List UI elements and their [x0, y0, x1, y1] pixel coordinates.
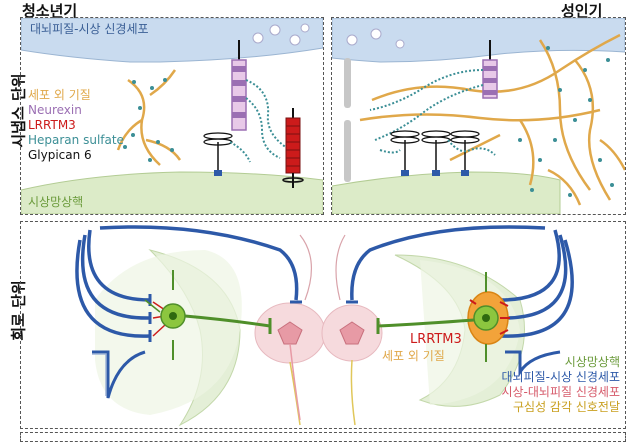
- legend-afferent-sensory: 구심성 감각 신호전달: [513, 400, 620, 414]
- adolescent-column-header: 청소년기: [22, 2, 78, 20]
- corticothalamic-axons-right: [350, 225, 574, 338]
- synapse-adolescent-panel: [20, 17, 324, 215]
- glypican-molecules-adult: [390, 130, 480, 176]
- bottom-cell-label: 시상망상핵: [28, 195, 84, 209]
- legend-ecm: 세포 외 기질: [28, 88, 91, 102]
- legend-neurexin: Neurexin: [28, 103, 82, 117]
- circuit-panel: [20, 221, 626, 429]
- trn-cell-shape: [21, 171, 323, 214]
- circuit-legend: 시상망상핵 대뇌피질-시상 신경세포 시상-대뇌피질 신경세포 구심성 감각 신…: [501, 355, 620, 415]
- synapse-legend: 세포 외 기질 Neurexin LRRTM3 Heparan sulfate …: [28, 88, 124, 163]
- legend-thalamocortical: 시상-대뇌피질 신경세포: [501, 385, 620, 399]
- circuit-scene: [75, 225, 574, 427]
- adult-synapse-scene: [332, 18, 625, 214]
- lrrtm3-annotation: LRRTM3: [410, 332, 462, 347]
- legend-corticothalamic: 대뇌피질-시상 신경세포: [501, 370, 620, 384]
- corticothalamic-axons-left: [75, 225, 299, 338]
- adult-column-header: 성인기: [561, 2, 603, 20]
- adolescent-synapse-scene: [21, 18, 323, 214]
- corticothalamic-cell-shape: [21, 18, 323, 63]
- legend-heparan-sulfate: Heparan sulfate: [28, 133, 124, 147]
- legend-lrrtm3: LRRTM3: [28, 118, 76, 132]
- neurexin-molecule: [231, 59, 247, 131]
- ipsc-trace-right: [505, 350, 561, 378]
- trn-neuron-right: [467, 272, 509, 362]
- glypican-molecule: [203, 132, 233, 176]
- ecm-annotation: 세포 외 기질: [382, 349, 445, 363]
- ecm-strands: [116, 69, 182, 166]
- ipsc-trace-left: [92, 350, 146, 399]
- trn-neuron-left: [144, 270, 186, 360]
- legend-glypican: Glypican 6: [28, 148, 92, 162]
- lrrtm3-molecule: [285, 117, 301, 174]
- ecm-strands-adult: [359, 33, 625, 206]
- synapse-adult-panel: [331, 17, 626, 215]
- legend-trn: 시상망상핵: [564, 355, 620, 369]
- top-cell-label: 대뇌피질-시상 신경세포: [30, 22, 149, 36]
